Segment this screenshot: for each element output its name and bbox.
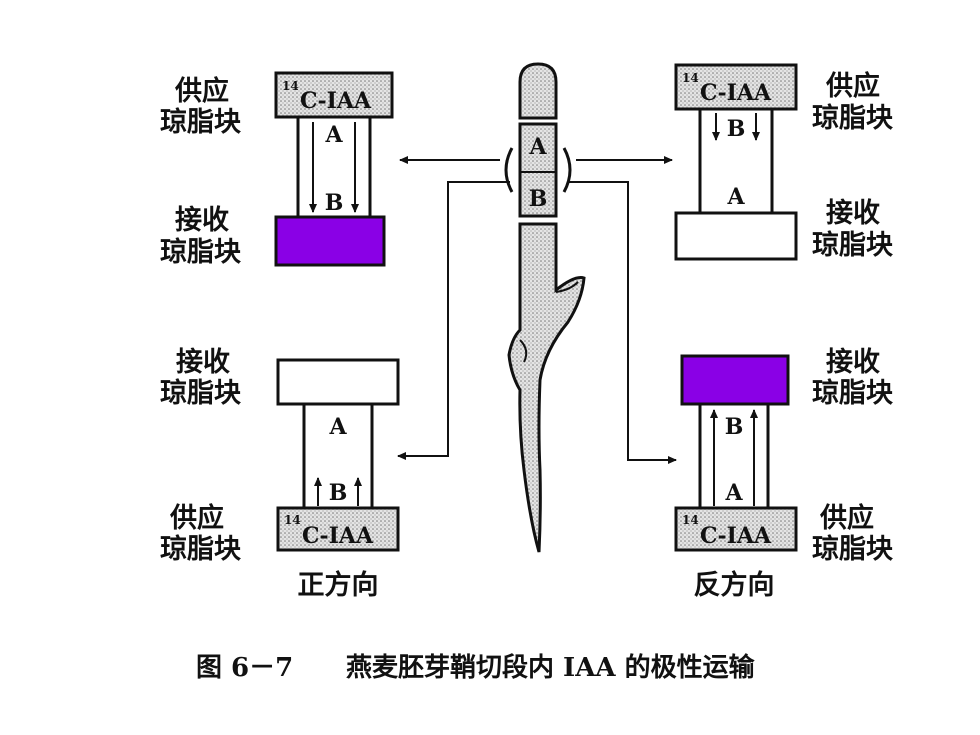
supply-label-line2: 琼脂块 xyxy=(160,107,242,138)
segment-label-a: A xyxy=(324,122,343,148)
setup-top-right: 14 C-IAA B A 供应 琼脂块 接收 琼脂块 xyxy=(674,63,894,261)
supply-label-line2: 琼脂块 xyxy=(160,534,242,565)
coleoptile-upper-section xyxy=(518,122,558,218)
receive-label-line2: 琼脂块 xyxy=(160,378,242,409)
iaa-label: C-IAA xyxy=(302,523,374,549)
segment-label-a: A xyxy=(726,184,745,210)
arrow-to-bottom-left xyxy=(397,181,510,460)
receive-label-line1: 接收 xyxy=(176,347,230,378)
setup-bottom-right: B A 14 C-IAA 接收 琼脂块 供应 琼脂块 反方向 xyxy=(674,347,894,601)
segment-label-b: B xyxy=(727,116,746,142)
receiver-block-empty xyxy=(276,358,400,406)
figure-caption: 图 6－7 燕麦胚芽鞘切段内 IAA 的极性运输 xyxy=(196,652,756,683)
isotope-superscript: 14 xyxy=(682,71,699,85)
receive-label-line2: 琼脂块 xyxy=(160,237,242,268)
section-label-a: A xyxy=(528,134,547,160)
iaa-label: C-IAA xyxy=(300,88,372,114)
receive-label-line2: 琼脂块 xyxy=(812,230,894,261)
cut-bracket-right xyxy=(562,147,572,193)
supply-block xyxy=(276,506,400,552)
direction-label-reverse: 反方向 xyxy=(694,569,775,601)
caption-text: 燕麦胚芽鞘切段内 IAA 的极性运输 xyxy=(346,652,756,683)
segment-label-b: B xyxy=(725,414,744,440)
setup-bottom-left: A B 14 C-IAA 接收 琼脂块 供应 琼脂块 正方向 xyxy=(160,347,400,601)
segment-label-b: B xyxy=(329,480,348,506)
isotope-superscript: 14 xyxy=(682,513,699,527)
supply-label-line2: 琼脂块 xyxy=(812,103,894,134)
iaa-label: C-IAA xyxy=(700,80,772,106)
setup-top-left: 14 C-IAA A B 供应 琼脂块 接收 琼脂块 xyxy=(160,71,394,268)
section-label-b: B xyxy=(529,186,548,212)
receiver-block-stained xyxy=(680,354,790,406)
direction-label-forward: 正方向 xyxy=(298,569,379,601)
receiver-block-stained xyxy=(274,215,386,267)
supply-label-line1: 供应 xyxy=(819,502,874,534)
receive-label-line1: 接收 xyxy=(175,205,229,236)
receive-label-line1: 接收 xyxy=(826,198,880,229)
section-segment xyxy=(698,107,774,215)
supply-label-line1: 供应 xyxy=(169,502,224,534)
receive-label-line2: 琼脂块 xyxy=(812,378,894,409)
supply-label-line2: 琼脂块 xyxy=(812,534,894,565)
segment-label-a: A xyxy=(328,414,347,440)
cut-bracket-left xyxy=(504,147,514,193)
connectors xyxy=(397,156,677,464)
receive-label-line1: 接收 xyxy=(826,347,880,378)
segment-label-b: B xyxy=(325,190,344,216)
isotope-superscript: 14 xyxy=(284,513,301,527)
coleoptile-lower-body xyxy=(507,222,586,553)
supply-label-line1: 供应 xyxy=(174,75,229,107)
coleoptile: A B xyxy=(504,62,586,553)
arrow-to-bottom-right xyxy=(568,181,677,464)
supply-block xyxy=(674,506,798,552)
segment-label-a: A xyxy=(724,480,743,506)
coleoptile-tip xyxy=(518,62,558,120)
section-segment xyxy=(296,115,372,219)
iaa-label: C-IAA xyxy=(700,523,772,549)
supply-label-line1: 供应 xyxy=(825,70,880,102)
section-segment xyxy=(698,402,770,510)
receiver-block-empty xyxy=(674,211,798,261)
caption-figure-number: 图 6－7 xyxy=(196,653,293,683)
isotope-superscript: 14 xyxy=(282,79,299,93)
